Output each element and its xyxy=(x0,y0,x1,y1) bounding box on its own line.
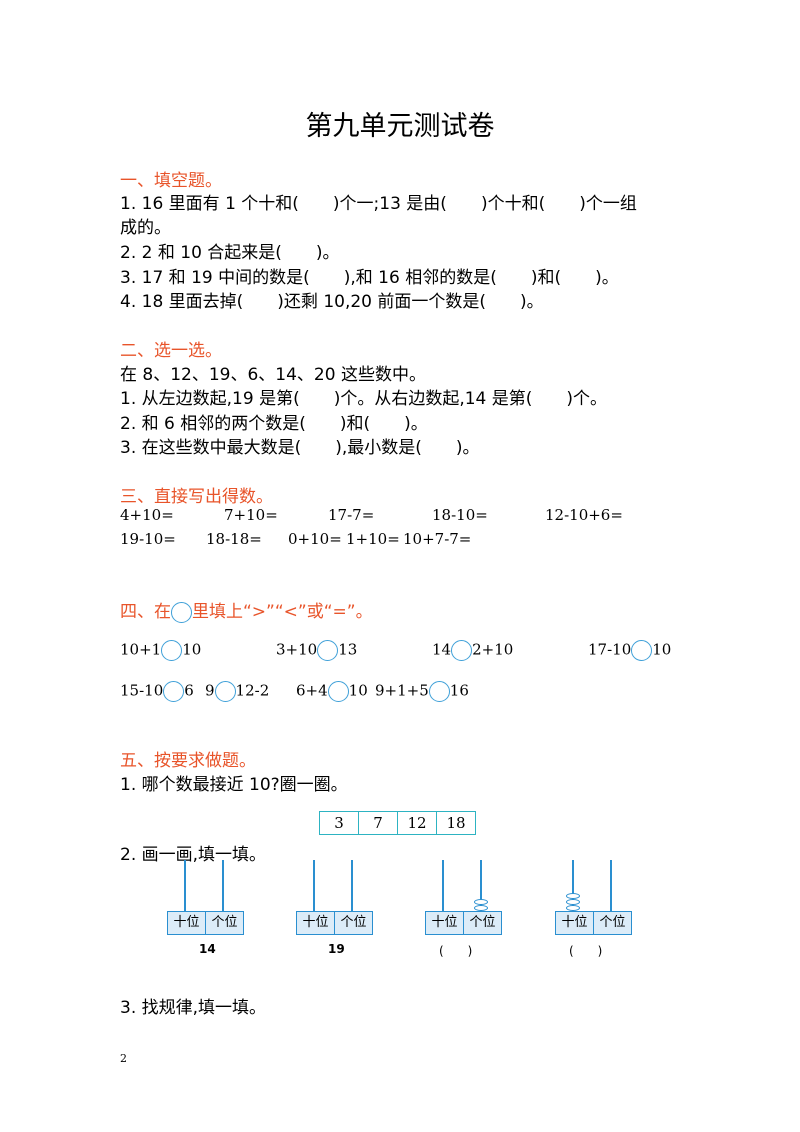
page-number: 2 xyxy=(120,1052,127,1065)
compare-circle[interactable] xyxy=(428,681,450,702)
ones-rod xyxy=(222,860,224,912)
abacus-14: 十位个位 14 xyxy=(167,860,245,960)
tens-rod xyxy=(184,860,186,912)
s1-question-1a: 1. 16 里面有 1 个十和( )个一;13 是由( )个十和( )个一组 xyxy=(120,194,637,214)
bead-icon xyxy=(566,905,580,911)
compare-circle[interactable] xyxy=(631,640,653,661)
compare-circle[interactable] xyxy=(451,640,473,661)
calc-item: 19-10= xyxy=(120,530,176,548)
section-1-heading: 一、填空题。 xyxy=(120,171,222,191)
number-cell[interactable]: 12 xyxy=(397,811,437,835)
ones-rod xyxy=(480,860,482,912)
abacus-place-box: 十位个位 xyxy=(296,911,373,935)
abacus-label: 19 xyxy=(328,942,345,956)
calc-item: 0+10= xyxy=(288,530,342,548)
s5-question-3: 3. 找规律,填一填。 xyxy=(120,998,267,1018)
abacus-blank-2: 十位个位 ( ) xyxy=(555,860,633,960)
number-cell[interactable]: 18 xyxy=(436,811,476,835)
abacus-answer-blank[interactable]: ( ) xyxy=(569,944,603,958)
tens-label: 十位 xyxy=(173,915,200,930)
s2-question-3: 3. 在这些数中最大数是( ),最小数是( )。 xyxy=(120,438,480,458)
number-cell[interactable]: 7 xyxy=(358,811,398,835)
s2-question-1: 1. 从左边数起,19 是第( )个。从右边数起,14 是第( )个。 xyxy=(120,389,608,409)
abacus-blank-1: 十位个位 ( ) xyxy=(425,860,503,960)
abacus-place-box: 十位个位 xyxy=(167,911,244,935)
bead-icon xyxy=(474,905,488,911)
tens-label: 十位 xyxy=(431,915,458,930)
compare-circle[interactable] xyxy=(327,681,349,702)
calc-item: 4+10= xyxy=(120,506,174,524)
page-title: 第九单元测试卷 xyxy=(305,111,495,142)
compare-circle-icon xyxy=(171,601,192,623)
calc-item: 7+10= xyxy=(224,506,278,524)
s2-question-2: 2. 和 6 相邻的两个数是( )和( )。 xyxy=(120,414,428,434)
number-cell[interactable]: 3 xyxy=(319,811,359,835)
abacus-place-box: 十位个位 xyxy=(555,911,632,935)
abacus-place-box: 十位个位 xyxy=(425,911,502,935)
s4-heading-pre: 四、在 xyxy=(120,602,171,622)
compare-circle[interactable] xyxy=(161,640,183,661)
calc-item: 12-10+6= xyxy=(545,506,623,524)
calc-item: 18-10= xyxy=(432,506,488,524)
ones-label: 个位 xyxy=(463,912,501,934)
section-4-heading: 四、在 里填上“>”“<”或“=”。 xyxy=(120,597,373,623)
s1-question-4: 4. 18 里面去掉( )还剩 10,20 前面一个数是( )。 xyxy=(120,292,544,312)
ones-label: 个位 xyxy=(593,912,631,934)
ones-label: 个位 xyxy=(334,912,372,934)
s5-question-1: 1. 哪个数最接近 10?圈一圈。 xyxy=(120,775,348,795)
ones-rod xyxy=(351,860,353,912)
s5-question-2: 2. 画一画,填一填。 xyxy=(120,845,267,865)
calc-item: 17-7= xyxy=(328,506,375,524)
tens-rod xyxy=(572,860,574,912)
calc-item: 1+10= xyxy=(346,530,400,548)
tens-label: 十位 xyxy=(302,915,329,930)
compare-circle[interactable] xyxy=(214,681,236,702)
number-table: 3 7 12 18 xyxy=(319,811,476,835)
s1-question-2: 2. 2 和 10 合起来是( )。 xyxy=(120,243,340,263)
abacus-label: 14 xyxy=(199,942,216,956)
abacus-answer-blank[interactable]: ( ) xyxy=(439,944,473,958)
s1-question-1b: 成的。 xyxy=(120,218,171,238)
compare-circle[interactable] xyxy=(317,640,339,661)
ones-label: 个位 xyxy=(205,912,243,934)
abacus-19: 十位个位 19 xyxy=(296,860,374,960)
tens-label: 十位 xyxy=(561,915,588,930)
tens-rod xyxy=(442,860,444,912)
calc-item: 18-18= xyxy=(206,530,262,548)
s2-intro: 在 8、12、19、6、14、20 这些数中。 xyxy=(120,365,426,385)
compare-circle[interactable] xyxy=(163,681,185,702)
section-2-heading: 二、选一选。 xyxy=(120,341,222,361)
s4-heading-post: 里填上“>”“<”或“=”。 xyxy=(192,602,373,622)
section-5-heading: 五、按要求做题。 xyxy=(120,751,256,771)
calc-item: 10+7-7= xyxy=(403,530,472,548)
tens-rod xyxy=(313,860,315,912)
ones-rod xyxy=(610,860,612,912)
s1-question-3: 3. 17 和 19 中间的数是( ),和 16 相邻的数是( )和( )。 xyxy=(120,268,619,288)
section-3-heading: 三、直接写出得数。 xyxy=(120,487,273,507)
